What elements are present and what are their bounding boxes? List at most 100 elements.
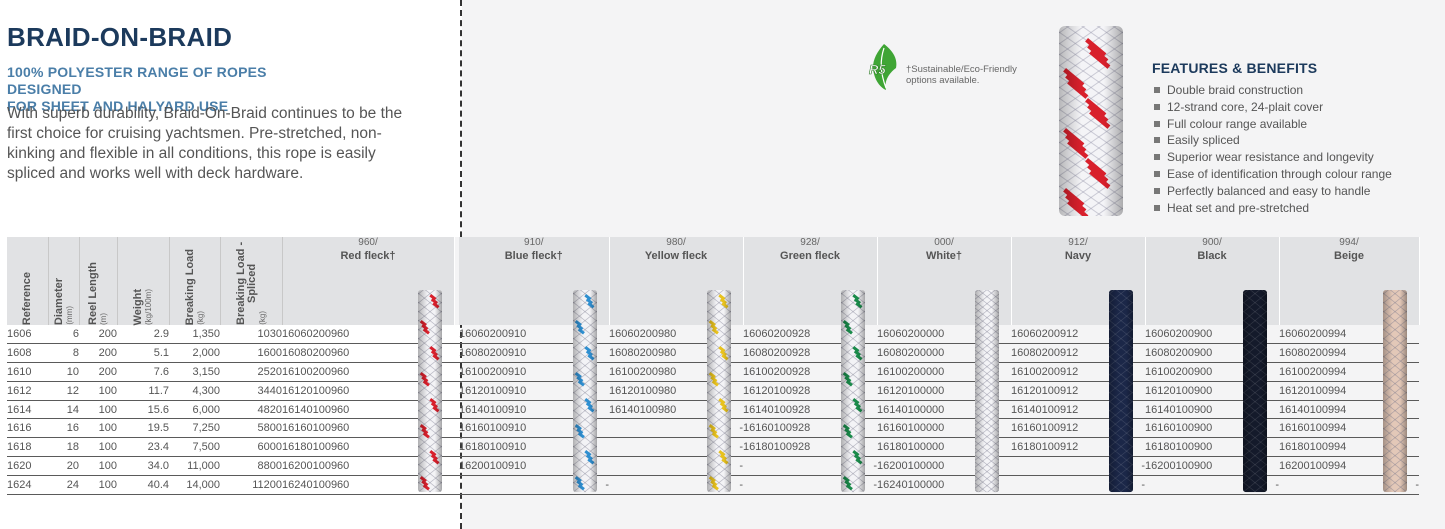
colour-code: 980/ <box>666 237 686 248</box>
spec-header-unit: (m) <box>99 313 108 325</box>
recycle-leaf-icon: R5 <box>869 44 897 90</box>
product-code-cell: 16060200980 <box>609 325 743 345</box>
product-code-cell: 16160100912 <box>1011 418 1145 439</box>
product-code-cell: 16120100900 <box>1145 381 1279 401</box>
product-code-cell: 16200100910 <box>459 456 609 476</box>
spec-header-label: Reference <box>20 271 33 325</box>
colour-header-cell: 994/Beige <box>1279 237 1420 325</box>
spec-cell-bl: 1,350 <box>169 325 220 345</box>
spec-cell-dia: 8 <box>48 343 79 364</box>
product-code-cell: 16240100960 <box>282 475 454 495</box>
spec-cell-dia: 10 <box>48 362 79 382</box>
spec-header-unit: (kg) <box>257 311 267 325</box>
product-code-cell: 16080200960 <box>282 343 454 364</box>
subtitle-line-1: 100% POLYESTER RANGE OF ROPES DESIGNED <box>7 64 267 97</box>
feature-item: Full colour range available <box>1152 116 1432 133</box>
product-code-cell: 16060200000 <box>877 325 1011 345</box>
product-code-cell: 16200100994 <box>1279 456 1419 476</box>
spec-header-cell: Diameter(mm) <box>48 237 80 325</box>
spec-cell-dia: 20 <box>48 456 79 476</box>
product-code-cell: 16160100910 <box>459 418 609 439</box>
feature-item: Heat set and pre-stretched <box>1152 200 1432 217</box>
product-code-cell: - <box>743 456 877 476</box>
spec-cell-dia: 18 <box>48 437 79 458</box>
spec-cell-reel: 200 <box>79 343 117 364</box>
fold-gap <box>454 343 459 364</box>
spec-cell-ref: 1614 <box>7 400 48 420</box>
product-code-cell: 16120100912 <box>1011 381 1145 401</box>
product-code-cell: - <box>609 475 743 495</box>
product-code-cell: 16180100912 <box>1011 437 1145 458</box>
spec-cell-bl: 7,500 <box>169 437 220 458</box>
spec-cell-dia: 16 <box>48 418 79 439</box>
spec-cell-bl: 3,150 <box>169 362 220 382</box>
product-code-cell: 16180100900 <box>1145 437 1279 458</box>
spec-cell-ref: 1624 <box>7 475 48 495</box>
product-code-cell: 16060200912 <box>1011 325 1145 345</box>
eco-note-line-1: †Sustainable/Eco-Friendly <box>906 64 1017 75</box>
spec-cell-ref: 1610 <box>7 362 48 382</box>
product-code-cell: 16180100000 <box>877 437 1011 458</box>
colour-code: 900/ <box>1202 237 1222 248</box>
colour-header-cell: 980/Yellow fleck <box>609 237 744 325</box>
spec-cell-bls: 2520 <box>220 362 282 382</box>
spec-header-cell: Breaking Load(kg) <box>169 237 221 325</box>
spec-cell-weight: 40.4 <box>117 475 169 495</box>
product-code-cell: - <box>743 475 877 495</box>
colour-name: Navy <box>1064 250 1092 262</box>
product-description: With superb durability, Braid-On-Braid c… <box>7 105 403 182</box>
spec-cell-weight: 7.6 <box>117 362 169 382</box>
colour-header-cell: 912/Navy <box>1011 237 1146 325</box>
product-code-cell: - <box>1145 475 1279 495</box>
product-code-cell: 16100200928 <box>743 362 877 382</box>
feature-item: Ease of identification through colour ra… <box>1152 166 1432 183</box>
spec-cell-reel: 100 <box>79 456 117 476</box>
spec-cell-dia: 24 <box>48 475 79 495</box>
colour-name: Red fleck† <box>340 250 396 262</box>
page-title: BRAID-ON-BRAID <box>7 22 233 52</box>
fold-gap <box>454 400 459 420</box>
spec-header-label: Breaking Load <box>183 248 196 325</box>
colour-header-cell: 960/Red fleck† <box>282 237 455 325</box>
subtitle-line-2: FOR SHEET AND HALYARD USE <box>7 98 229 114</box>
product-code-cell: 16080200980 <box>609 343 743 364</box>
feature-item: 12-strand core, 24-plait cover <box>1152 99 1432 116</box>
spec-header-cell: Reel Length(m) <box>79 237 118 325</box>
spec-cell-reel: 100 <box>79 400 117 420</box>
spec-cell-weight: 23.4 <box>117 437 169 458</box>
product-code-cell: 16200100000 <box>877 456 1011 476</box>
spec-cell-ref: 1612 <box>7 381 48 401</box>
spec-cell-reel: 100 <box>79 437 117 458</box>
product-code-cell: - <box>609 437 743 458</box>
page-subtitle: 100% POLYESTER RANGE OF ROPES DESIGNED F… <box>7 64 327 115</box>
product-code-cell: 16140100960 <box>282 400 454 420</box>
eco-note-text: †Sustainable/Eco-Friendly options availa… <box>906 64 1036 86</box>
product-code-cell: - <box>1011 456 1145 476</box>
product-code-cell: - <box>1279 475 1419 495</box>
product-code-cell: 16080200000 <box>877 343 1011 364</box>
product-code-cell: 16120100960 <box>282 381 454 401</box>
spec-header-label: Diameter <box>52 277 65 325</box>
spec-cell-ref: 1620 <box>7 456 48 476</box>
spec-cell-bls: 1030 <box>220 325 282 345</box>
product-code-cell: 16160100000 <box>877 418 1011 439</box>
spec-cell-bls: 11200 <box>220 475 282 495</box>
product-code-cell: 16160100900 <box>1145 418 1279 439</box>
product-code-cell: 16180100928 <box>743 437 877 458</box>
spec-cell-dia: 14 <box>48 400 79 420</box>
product-code-cell: 16080200912 <box>1011 343 1145 364</box>
spec-cell-ref: 1618 <box>7 437 48 458</box>
feature-item: Double braid construction <box>1152 82 1432 99</box>
product-code-cell: 16080200994 <box>1279 343 1419 364</box>
feature-item: Superior wear resistance and longevity <box>1152 149 1432 166</box>
spec-cell-bl: 11,000 <box>169 456 220 476</box>
product-code-cell: 16080200900 <box>1145 343 1279 364</box>
spec-cell-ref: 1606 <box>7 325 48 345</box>
